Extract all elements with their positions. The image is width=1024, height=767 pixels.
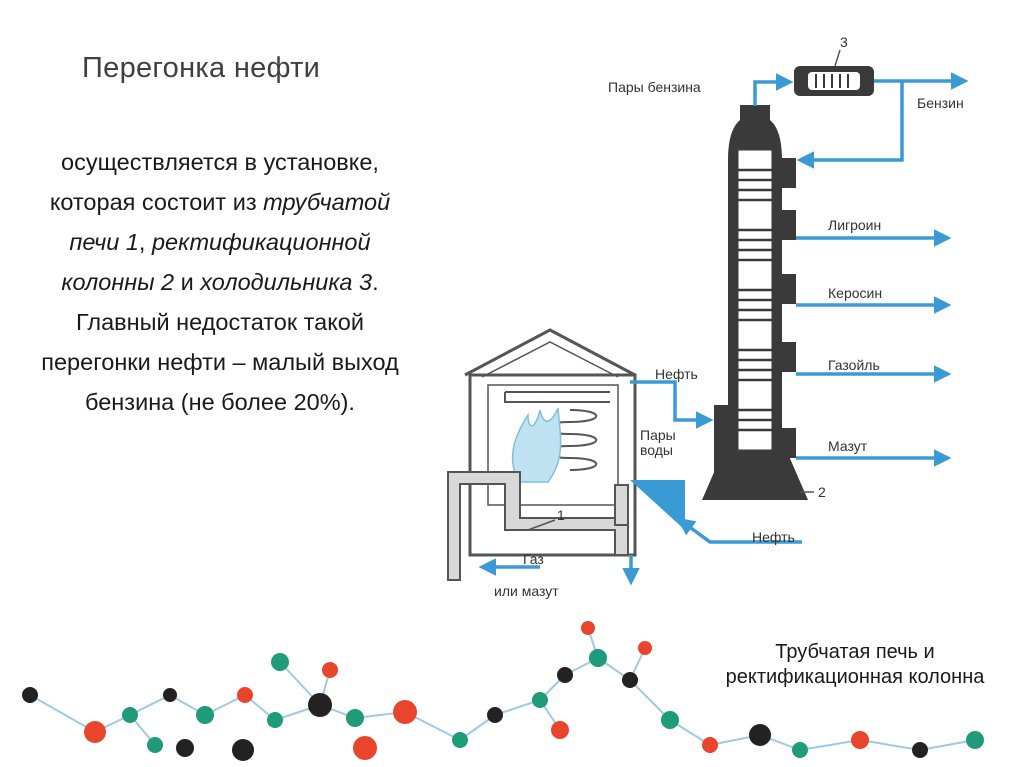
molecule-atoms <box>22 621 984 761</box>
label-or-fuel-oil: или мазут <box>494 583 559 599</box>
diagram-labels: Пары бензина Бензин Лигроин Керосин Газо… <box>494 34 964 599</box>
label-water-vapor-2: воды <box>640 442 673 458</box>
tube-furnace <box>447 328 685 581</box>
label-water-vapor-1: Пары <box>640 427 676 443</box>
distillation-diagram: Пары бензина Бензин Лигроин Керосин Газо… <box>447 34 969 599</box>
label-ligroin: Лигроин <box>828 217 881 233</box>
water-vapor-inlet <box>630 480 685 530</box>
label-fuel-oil: Мазут <box>828 438 868 454</box>
arrow-reflux <box>796 82 904 169</box>
label-3-leader <box>834 49 841 67</box>
cooler <box>794 49 874 96</box>
label-1-leader <box>527 519 556 531</box>
body-text-1: осуществляется в установке, которая сост… <box>49 149 379 215</box>
furnace-wall <box>468 373 637 557</box>
body-text-4: . Главный недостаток такой перегонки неф… <box>41 269 399 415</box>
rectification-column <box>702 105 814 500</box>
slide-body-text: осуществляется в установке, которая сост… <box>30 142 410 422</box>
arrow-gasoline-vapor <box>753 73 794 106</box>
body-emphasis-column: ректификационной колонны 2 <box>61 229 371 295</box>
label-oil-bottom: Нефть <box>752 529 795 545</box>
flow-arrows <box>478 72 969 586</box>
molecule-decoration <box>22 621 984 761</box>
label-num-1: 1 <box>557 507 565 523</box>
arrow-oil-to-column <box>630 380 714 429</box>
cooler-tubes <box>815 74 849 88</box>
body-emphasis-cooler: холодильника 3 <box>200 269 373 295</box>
column-flanges <box>714 158 796 475</box>
body-text-3: и <box>174 269 201 295</box>
label-gas: Газ <box>523 551 544 567</box>
diagram-caption: Трубчатая печь и ректификационная колонн… <box>725 641 985 688</box>
column-cap <box>740 105 770 123</box>
body-emphasis-furnace: трубчатой печи 1 <box>69 189 391 255</box>
column-trays <box>738 168 772 432</box>
label-num-2: 2 <box>818 484 826 500</box>
furnace-coil <box>504 391 610 471</box>
label-num-3: 3 <box>840 34 848 50</box>
furnace-chimney <box>614 484 629 526</box>
body-text-2: , <box>138 229 152 255</box>
furnace-roof <box>464 328 636 377</box>
label-kerosene: Керосин <box>828 285 882 301</box>
slide-title: Перегонка нефти <box>82 52 321 84</box>
label-gasoline-vapor: Пары бензина <box>608 79 701 95</box>
furnace-inner-wall <box>487 384 619 506</box>
label-gasoline: Бензин <box>917 95 964 111</box>
label-gasoil: Газойль <box>828 357 880 373</box>
furnace-roof-inner <box>481 341 619 378</box>
arrow-oil-inlet <box>677 517 802 544</box>
label-oil-top: Нефть <box>655 366 698 382</box>
furnace-flame <box>511 407 562 483</box>
